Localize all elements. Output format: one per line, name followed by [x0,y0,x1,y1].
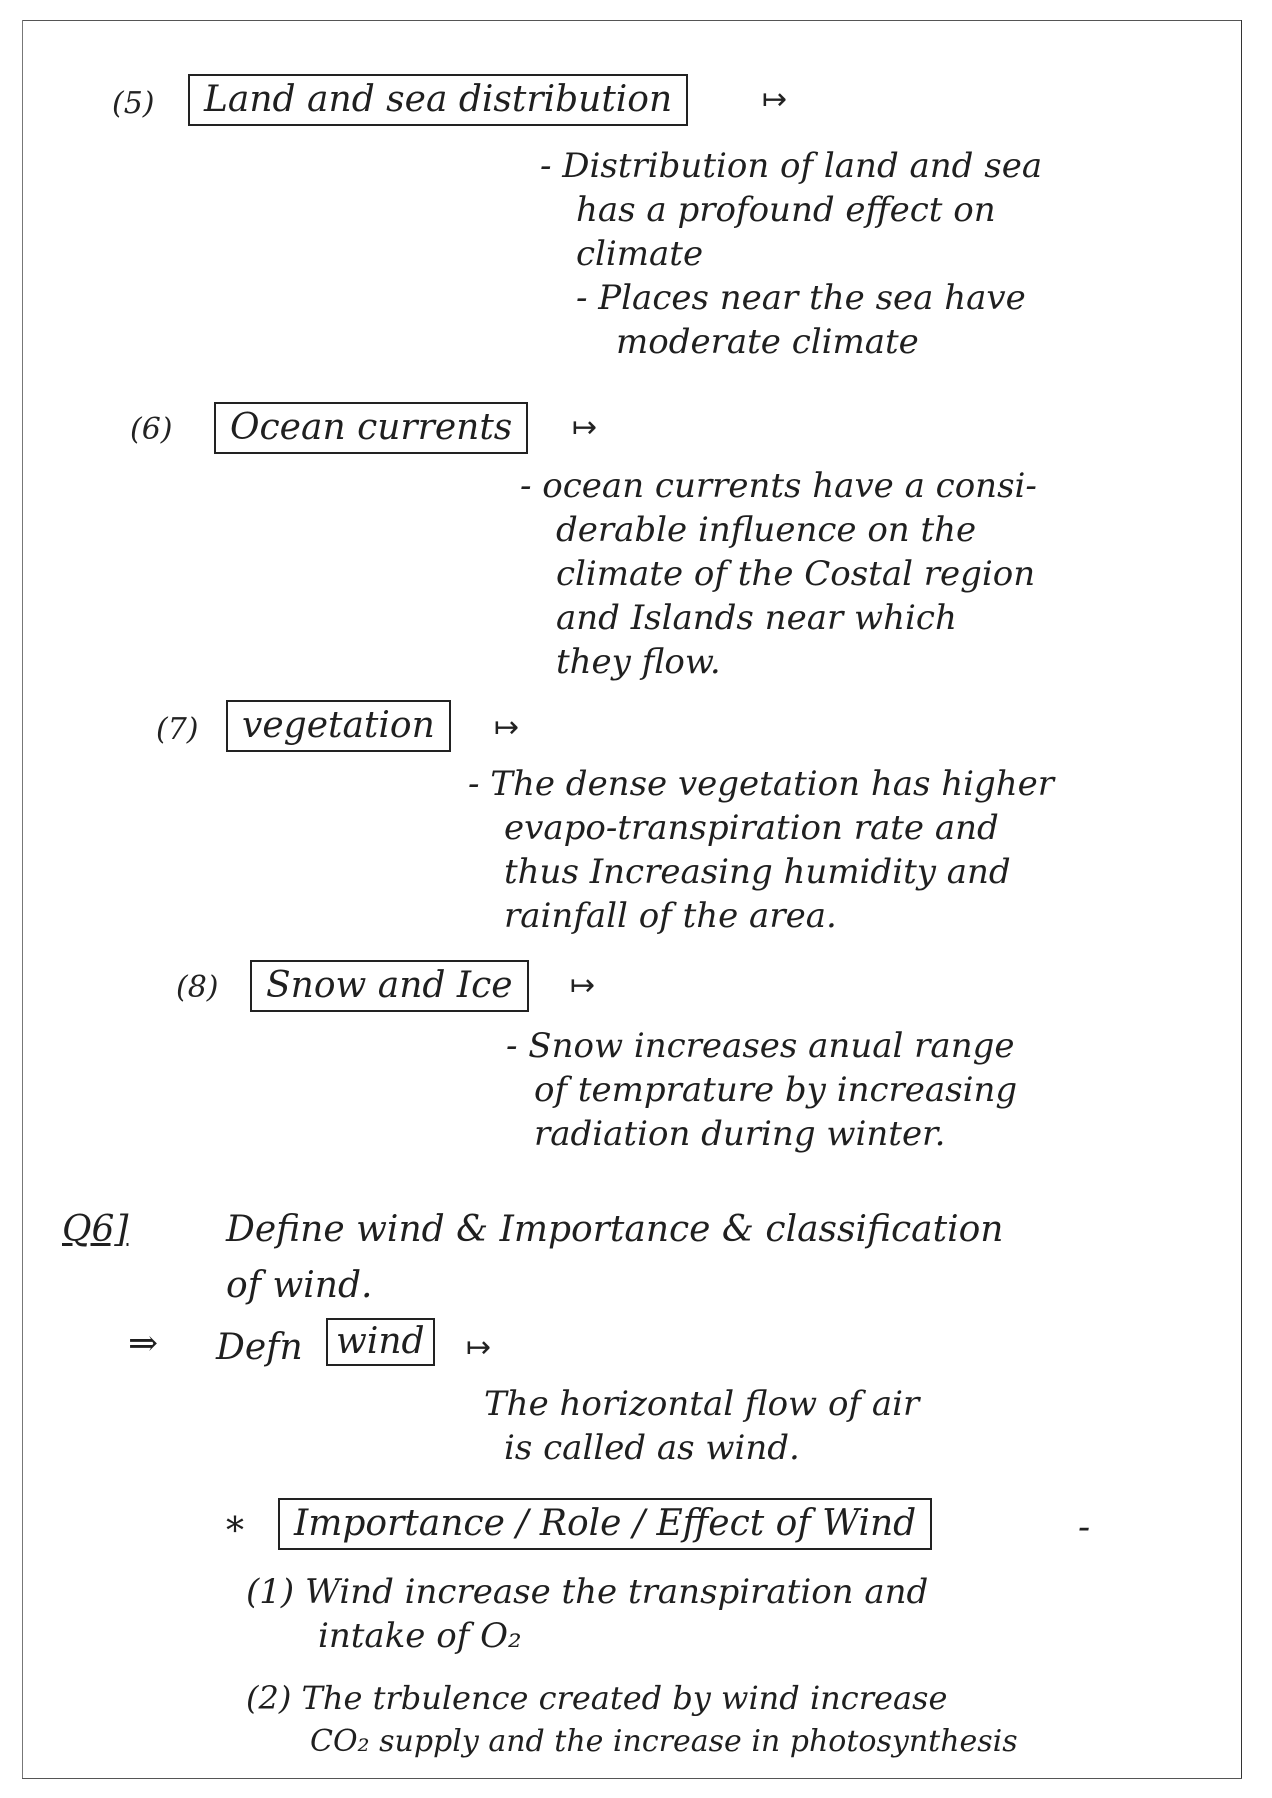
section-8-text: - Snow increases anual range of tempratu… [506,1024,1017,1156]
text-line: is called as wind. [504,1428,800,1468]
section-6-text: - ocean currents have a consi- derable i… [520,464,1037,684]
arrow-icon: ↦ [570,968,596,1003]
text-line: climate of the Costal region [556,554,1036,594]
text-line: and Islands near which [556,598,957,638]
text-line: - The dense vegetation has higher [468,764,1055,804]
section-7-text: - The dense vegetation has higher evapo-… [468,762,1054,938]
text-line: derable influence on the [556,510,977,550]
arrow-icon: ↦ [494,710,520,745]
text-line: CO₂ supply and the increase in photosynt… [310,1724,1018,1759]
star-bullet: * [226,1511,244,1552]
text-line: The horizontal flow of air [484,1384,920,1424]
heading-dash: - [1078,1507,1091,1548]
text-line: - Places near the sea have [576,278,1026,318]
arrow-icon: ↦ [466,1330,492,1365]
page-border-top [22,20,1242,21]
question-label: Q6] [62,1209,129,1250]
definition-text: The horizontal flow of air is called as … [484,1382,919,1470]
text-line: evapo-transpiration rate and [504,808,999,848]
section-8-heading: Snow and Ice [250,960,529,1012]
section-5-heading: Land and sea distribution [188,74,689,126]
section-6-heading: Ocean currents [214,402,529,454]
text-line: they flow. [556,642,721,682]
question-line-1: Define wind & Importance & classificatio… [226,1209,1004,1250]
section-6-number: (6) [130,412,173,447]
text-line: - ocean currents have a consi- [520,466,1037,506]
section-7-number: (7) [156,712,199,747]
text-line: moderate climate [616,322,919,362]
text-line: intake of O₂ [318,1616,522,1656]
page-border-left [22,20,23,1778]
text-line: (2) The trbulence created by wind increa… [246,1679,948,1717]
section-8-number: (8) [176,970,219,1005]
text-line: rainfall of the area. [504,896,837,936]
text-line: radiation during winter. [534,1114,946,1154]
importance-point-1: (1) Wind increase the transpiration and … [246,1570,928,1658]
importance-point-2: (2) The trbulence created by wind increa… [246,1676,1018,1764]
question-line-2: of wind. [226,1265,373,1306]
section-5-number: (5) [112,86,155,121]
text-line: - Snow increases anual range [506,1026,1015,1066]
text-line: climate [576,234,704,274]
definition-label: Defn [216,1327,303,1368]
implies-symbol: ⇒ [128,1323,159,1364]
page-border-bottom [22,1778,1242,1779]
text-line: of temprature by increasing [534,1070,1018,1110]
text-line: thus Increasing humidity and [504,852,1011,892]
text-line: - Distribution of land and sea [540,146,1043,186]
arrow-icon: ↦ [762,82,788,117]
definition-term: wind [326,1318,435,1366]
text-line: (1) Wind increase the transpiration and [246,1572,929,1612]
section-5-text: - Distribution of land and sea has a pro… [540,144,1042,364]
importance-heading: Importance / Role / Effect of Wind [278,1498,933,1550]
text-line: has a profound effect on [576,190,996,230]
page-border-right [1241,20,1242,1778]
section-7-heading: vegetation [226,700,451,752]
arrow-icon: ↦ [572,410,598,445]
